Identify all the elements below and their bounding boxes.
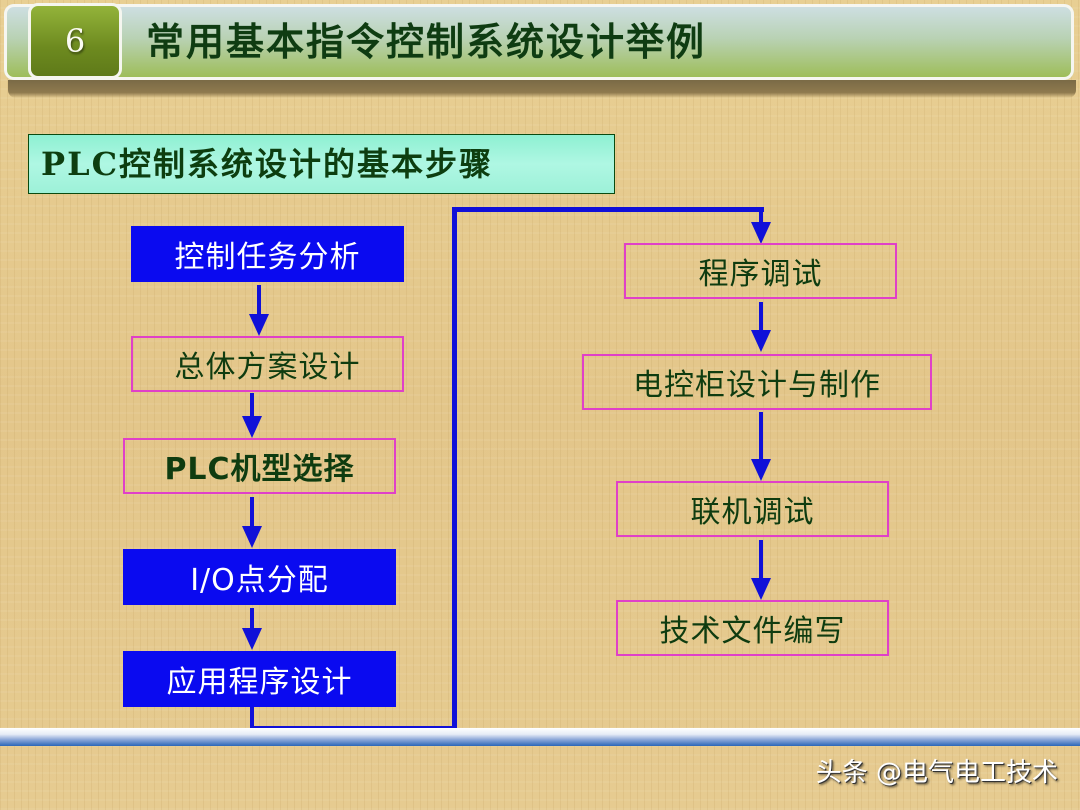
loop-connector-vertical <box>452 207 457 731</box>
arrow-shaft <box>250 393 254 419</box>
step-plc-model-selection: PLC机型选择 <box>123 438 396 494</box>
subtitle-box: PLC控制系统设计的基本步骤 <box>28 134 615 194</box>
arrow-down-icon <box>751 578 771 600</box>
arrow-down-icon <box>242 526 262 548</box>
arrow-down-icon <box>249 314 269 336</box>
arrow-shaft <box>759 207 763 225</box>
loop-connector-top <box>452 207 764 212</box>
arrow-shaft <box>759 302 763 332</box>
arrow-down-icon <box>242 628 262 650</box>
section-number-badge: 6 <box>28 3 122 79</box>
step-control-task-analysis: 控制任务分析 <box>131 226 404 282</box>
arrow-shaft <box>759 412 763 462</box>
step-technical-documentation: 技术文件编写 <box>616 600 889 656</box>
arrow-down-icon <box>242 416 262 438</box>
arrow-down-icon <box>751 222 771 244</box>
watermark: 头条 @电气电工技术 <box>815 758 1058 788</box>
step-system-commissioning: 联机调试 <box>616 481 889 537</box>
arrow-shaft <box>257 285 261 317</box>
bottom-divider <box>0 728 1080 746</box>
step-cabinet-design-fabrication: 电控柜设计与制作 <box>582 354 932 410</box>
step-program-debugging: 程序调试 <box>624 243 897 299</box>
arrow-shaft <box>250 497 254 529</box>
loop-connector-down <box>250 707 254 730</box>
arrow-down-icon <box>751 459 771 481</box>
step-io-allocation: I/O点分配 <box>123 549 396 605</box>
step-application-program-design: 应用程序设计 <box>123 651 396 707</box>
arrow-down-icon <box>751 330 771 352</box>
arrow-shaft <box>250 608 254 630</box>
title-bar <box>4 4 1074 80</box>
title-bar-shadow <box>8 80 1076 98</box>
step-overall-scheme-design: 总体方案设计 <box>131 336 404 392</box>
page-title: 常用基本指令控制系统设计举例 <box>146 20 707 64</box>
arrow-shaft <box>759 540 763 580</box>
